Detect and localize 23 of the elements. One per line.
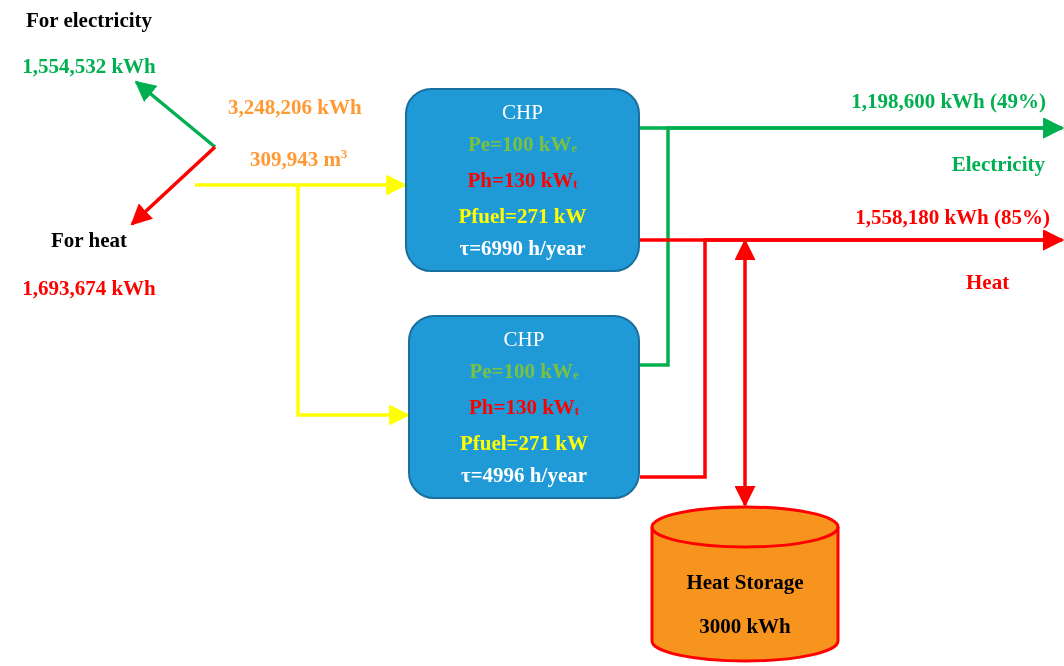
box-title: CHP — [503, 325, 545, 353]
arrow — [640, 117, 1064, 367]
box-text: Pfuel=271 kW — [458, 203, 587, 231]
flow-label: Heat — [966, 269, 1010, 295]
flow-label: Electricity — [951, 151, 1045, 177]
text-label: For heat — [51, 227, 127, 254]
text-label: For electricity — [25, 7, 153, 34]
flow-value: 309,943 m$^{3}$ — [250, 146, 348, 172]
box-title: CHP — [502, 98, 543, 126]
box-text: τ=6990 h/year — [459, 235, 586, 263]
arrow — [134, 80, 217, 149]
box-text: Pfuel=271 kW — [459, 430, 589, 458]
arrow — [640, 229, 1064, 479]
flow-value: 3,248,206 kWh — [228, 94, 362, 120]
box-text: τ=4996 h/year — [460, 462, 588, 490]
arrow — [130, 145, 217, 226]
value-label: 1,693,674 kWh — [22, 275, 156, 302]
arrow — [734, 238, 756, 508]
chp-box — [405, 88, 640, 272]
storage-text: Heat Storage — [686, 569, 804, 596]
value-label: 1,554,532 kWh — [22, 53, 156, 80]
chp-box — [408, 315, 640, 499]
storage-text: 3000 kWh — [699, 613, 791, 640]
